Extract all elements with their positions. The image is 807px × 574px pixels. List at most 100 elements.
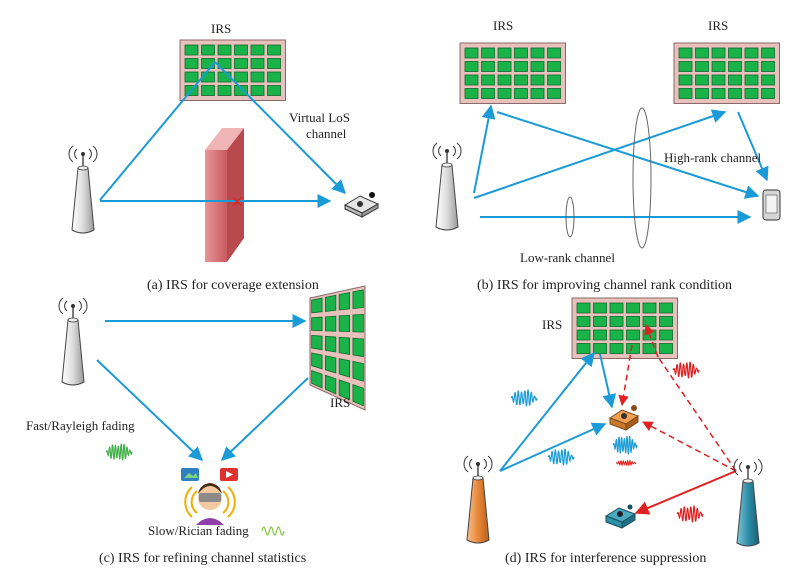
- blockage-wall-icon: [205, 128, 244, 262]
- irs-element: [352, 337, 364, 358]
- irs-element: [311, 352, 323, 370]
- irs-panel-icon: [179, 39, 286, 101]
- irs-element: [626, 329, 640, 341]
- low-rank-ellipse: [565, 196, 575, 238]
- irs-panel-icon: [571, 297, 678, 359]
- irs-label: IRS: [211, 21, 231, 36]
- irs-element: [593, 302, 607, 314]
- panel-d: IRS: [463, 297, 763, 566]
- irs-element: [576, 302, 591, 314]
- irs-element: [481, 74, 495, 86]
- irs-element: [497, 47, 512, 59]
- irs-element: [464, 47, 479, 59]
- irs-element: [761, 61, 775, 72]
- virtual-los-label: Virtual LoS: [289, 110, 350, 125]
- interference-wave: [676, 505, 704, 523]
- irs-label-right: IRS: [708, 18, 728, 33]
- irs-element: [576, 343, 591, 354]
- irs-element: [547, 74, 561, 86]
- irs-element: [267, 85, 281, 96]
- irs-element: [711, 74, 726, 86]
- irs-element: [695, 74, 709, 86]
- irs-element: [711, 61, 726, 72]
- high-rank-ellipse: [632, 107, 652, 249]
- irs-element: [234, 71, 248, 83]
- irs-element: [530, 74, 545, 86]
- irs-element: [311, 297, 323, 314]
- interfering-base-station-icon: [733, 458, 763, 547]
- irs-element: [642, 343, 657, 354]
- irs-element: [642, 302, 657, 314]
- base-station-icon: [58, 297, 88, 386]
- irs1-to-user-link: [496, 111, 760, 199]
- irs-element: [593, 329, 607, 341]
- irs-element: [201, 44, 215, 56]
- low-rank-label: Low-rank channel: [520, 250, 615, 265]
- irs-to-user-interference: [618, 344, 633, 407]
- irs-element: [352, 384, 364, 407]
- received-wave: [612, 435, 638, 455]
- panel-a: IRS ✕ Virtual LoS channel (a) IRS for co…: [68, 21, 380, 293]
- slow-fading-label: Slow/Rician fading: [148, 523, 249, 538]
- irs-to-user-link: [599, 353, 617, 409]
- irs-element: [593, 316, 607, 327]
- signal-wave: [510, 389, 538, 407]
- irs-element: [217, 58, 232, 69]
- irs-element: [497, 61, 512, 72]
- irs-element: [678, 74, 693, 86]
- irs-element: [744, 61, 759, 72]
- irs-element: [338, 379, 351, 401]
- irs-label-left: IRS: [493, 18, 513, 33]
- irs-element: [514, 47, 528, 59]
- irs-element: [728, 74, 742, 86]
- irs-element: [659, 343, 673, 354]
- irs-element: [530, 88, 545, 99]
- irs-element: [464, 74, 479, 86]
- interferer-to-user-link: [642, 421, 737, 472]
- irs-element: [609, 316, 624, 327]
- fast-fading-wave: [105, 443, 133, 461]
- irs-element: [695, 61, 709, 72]
- high-rank-label: High-rank channel: [664, 150, 761, 165]
- irs-element: [761, 74, 775, 86]
- irs-element: [659, 316, 673, 327]
- irs-element: [678, 47, 693, 59]
- caption-b: (b) IRS for improving channel rank condi…: [477, 278, 732, 293]
- irs-element: [593, 343, 607, 354]
- base-station-icon: [463, 455, 493, 544]
- irs-element: [576, 316, 591, 327]
- bs-to-irs2-link: [473, 109, 727, 199]
- irs-to-user-link: [214, 61, 346, 194]
- irs-element: [234, 44, 248, 56]
- irs-element: [324, 355, 337, 374]
- irs-element: [576, 329, 591, 341]
- caption-d: (d) IRS for interference suppression: [505, 551, 706, 566]
- irs-panel-icon: [309, 285, 366, 411]
- irs-element: [711, 88, 726, 99]
- virtual-los-label-line2: channel: [306, 126, 347, 141]
- irs-element: [609, 329, 624, 341]
- interferer-to-own-user-link: [634, 470, 737, 515]
- irs-element: [352, 313, 364, 333]
- irs-element: [267, 58, 281, 69]
- interference-wave: [672, 361, 700, 379]
- base-station-icon: [68, 145, 98, 234]
- user-device-icon: [604, 504, 637, 529]
- irs-element: [201, 85, 215, 96]
- bs-to-irs-link: [99, 61, 216, 201]
- irs-element: [744, 88, 759, 99]
- irs-element: [744, 74, 759, 86]
- irs-element: [761, 88, 775, 99]
- vr-user-icon: [181, 468, 238, 525]
- irs-element: [217, 44, 232, 56]
- caption-a: (a) IRS for coverage extension: [147, 278, 319, 293]
- irs-element: [530, 61, 545, 72]
- irs-element: [338, 314, 351, 333]
- bs-to-user-link: [96, 359, 204, 461]
- bs-to-user-link: [499, 422, 607, 472]
- irs-element: [481, 61, 495, 72]
- irs-element: [514, 88, 528, 99]
- irs-element: [184, 44, 199, 56]
- user-device-icon: [343, 192, 380, 218]
- irs2-to-user-link: [737, 111, 769, 182]
